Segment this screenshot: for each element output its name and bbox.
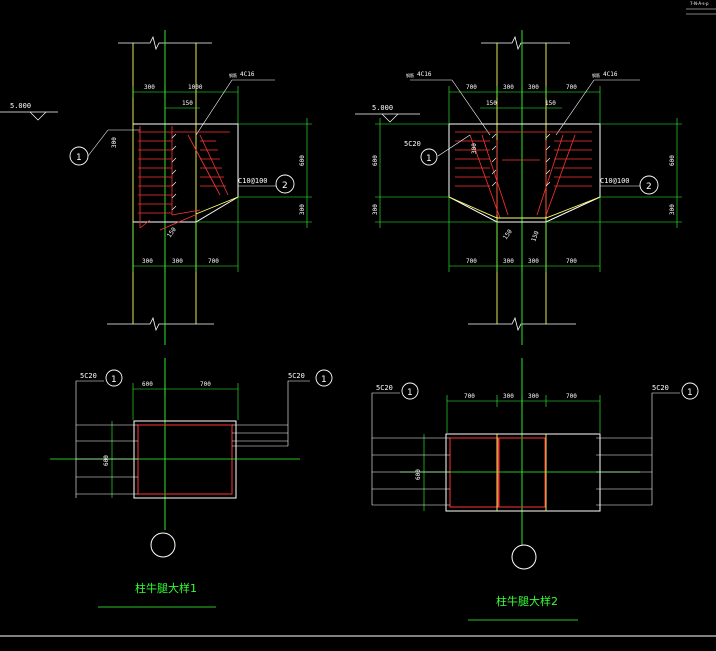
d1-right-dim-2: 300: [299, 204, 306, 215]
d1-sec-callout-left: 1: [111, 375, 117, 385]
d2-right-dim-1: 600: [669, 155, 676, 166]
d1-slope-dim: 150: [166, 226, 178, 239]
sheet-tag: 7-N-A-s-p: [690, 1, 709, 6]
d2-bottom-dim-1: 700: [466, 258, 477, 265]
d1-callout-2: 2: [282, 181, 288, 191]
d1-bottom-dim-2: 300: [172, 258, 183, 265]
d2-callout-1: 1: [426, 154, 432, 164]
d1-section-box: [133, 420, 237, 499]
d2-slope-dim-1: 150: [502, 228, 514, 241]
d2-bar-prefix-left: 钢筋: [406, 72, 414, 78]
d2-top-dim-2: 300: [503, 84, 514, 91]
d2-sec-top-dim-2: 300: [503, 393, 514, 400]
d2-sec-right-bar: 5C20: [652, 384, 669, 392]
d2-title: 柱牛腿大样2: [496, 594, 558, 608]
d2-bottom-dim-3: 300: [528, 258, 539, 265]
d2-sec-top-dim-4: 700: [566, 393, 577, 400]
d2-slope-dim-2: 150: [530, 230, 540, 243]
d2-right-dim-2: 300: [669, 204, 676, 215]
d2-sec-top-dim-1: 700: [464, 393, 475, 400]
d2-axis-bubble: [511, 544, 537, 570]
d2-bar-label-right: 4C16: [603, 71, 618, 78]
d1-stirrup-label: C10@100: [238, 177, 268, 185]
d2-top-dim-1: 700: [466, 84, 477, 91]
d1-title: 柱牛腿大样1: [135, 581, 197, 595]
d1-corbel-outline: [133, 123, 239, 223]
d2-section-box: [445, 433, 601, 512]
d2-left-dim-1: 600: [372, 155, 379, 166]
d1-bottom-dim-3: 700: [208, 258, 219, 265]
d2-left-bar: 5C20: [404, 140, 421, 148]
d1-top-dim-2: 1000: [188, 84, 203, 91]
d2-inner-left-dim: 300: [471, 143, 478, 154]
d2-elevation: 5.000: [372, 104, 393, 112]
d2-sec-side-dim: 600: [415, 469, 422, 480]
d1-top-dim-1: 300: [144, 84, 155, 91]
d1-bar-prefix: 钢筋: [229, 72, 237, 78]
detail-1: 300 1000 150 钢筋 4C16 5.000: [0, 30, 333, 608]
d1-axis-bubble: [150, 532, 176, 558]
d1-sec-side-dim: 600: [103, 455, 110, 466]
detail-2: 700 300 300 700 150 150 钢筋 4C16 钢筋 4C16 …: [355, 30, 699, 621]
d1-inner-dim: 150: [182, 100, 193, 107]
d1-sec-callout-right: 1: [321, 375, 327, 385]
d1-callout-1: 1: [76, 153, 82, 163]
d1-bar-label: 4C16: [240, 71, 255, 78]
d2-callout-2: 2: [646, 182, 652, 192]
d1-rebar: [138, 126, 230, 231]
d2-top-dim-4: 700: [566, 84, 577, 91]
d1-left-bar: 5C20: [80, 372, 97, 380]
d2-bottom-dim-2: 300: [503, 258, 514, 265]
d2-top-dim-3: 300: [528, 84, 539, 91]
d2-left-dim-2: 300: [372, 204, 379, 215]
d2-inner-dim-right: 150: [545, 100, 556, 107]
d1-sec-top-dim-1: 600: [142, 381, 153, 388]
d2-bottom-dim-4: 700: [566, 258, 577, 265]
d2-sec-callout-right: 1: [687, 388, 693, 398]
d1-left-dim: 300: [111, 137, 118, 148]
d1-sec-top-dim-2: 700: [200, 381, 211, 388]
d1-bottom-dim-1: 300: [142, 258, 153, 265]
d2-sec-top-dim-3: 300: [528, 393, 539, 400]
d2-stirrup-label: C10@100: [600, 177, 630, 185]
d2-sec-callout-left: 1: [407, 388, 413, 398]
d1-right-dim-1: 600: [299, 155, 306, 166]
d2-sec-left-bar: 5C20: [376, 384, 393, 392]
d1-elevation: 5.000: [10, 102, 31, 110]
d2-bar-label-left: 4C16: [417, 71, 432, 78]
d2-inner-dim: 150: [486, 100, 497, 107]
d1-right-bar: 5C20: [288, 372, 305, 380]
d2-bar-prefix-right: 钢筋: [592, 72, 600, 78]
